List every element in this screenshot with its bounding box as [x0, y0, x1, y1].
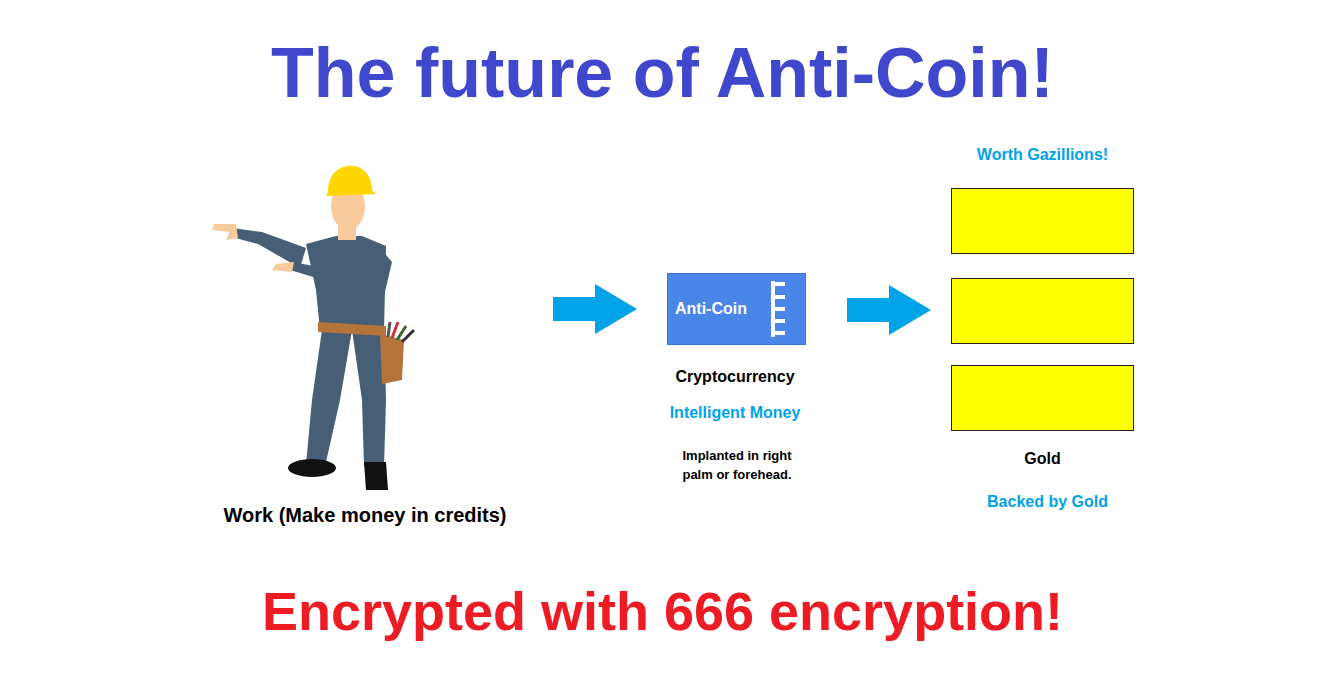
worker-arm: [228, 228, 306, 268]
chip-tooth: [771, 331, 785, 335]
chip-border: [668, 274, 806, 345]
tool: [388, 322, 390, 337]
tool: [402, 330, 414, 342]
type-label: Cryptocurrency: [655, 366, 815, 388]
gold-label: Gold: [945, 448, 1140, 470]
flow-arrow: [553, 284, 637, 334]
gold-bars: [945, 140, 1140, 475]
gold-stack: Worth Gazillions! Gold: [945, 140, 1140, 475]
title: The future of Anti-Coin!: [0, 30, 1325, 116]
tool-belt: [318, 322, 386, 336]
worker-leg: [306, 330, 352, 464]
gold-bar: [952, 279, 1134, 344]
chip-tooth: [771, 295, 785, 299]
tagline: Intelligent Money: [650, 402, 820, 424]
backing-note: Backed by Gold: [965, 491, 1130, 513]
gold-bar: [952, 366, 1134, 431]
coin-name: Anti-Coin: [675, 273, 767, 345]
worker-shoe: [288, 459, 336, 477]
worker-hand: [212, 224, 238, 240]
worker-helmet: [326, 166, 376, 196]
node-label: Work (Make money in credits): [200, 503, 530, 527]
slogan: Encrypted with 666 encryption!: [0, 578, 1325, 644]
implant-note: Implanted in right palm or forehead.: [670, 446, 804, 484]
tool-pouch: [380, 334, 404, 384]
chip-tooth: [771, 319, 785, 323]
tool: [392, 322, 398, 338]
worker-shoe: [364, 462, 388, 490]
chip-tooth: [771, 282, 785, 286]
work-node: Work (Make money in credits): [200, 160, 530, 535]
worker-hand: [272, 262, 294, 272]
flow-arrow: [847, 285, 931, 335]
worker-arm: [290, 248, 392, 296]
coin-box: Anti-Coin: [667, 273, 806, 345]
worth-heading: Worth Gazillions!: [945, 144, 1140, 166]
gold-bar: [952, 189, 1134, 254]
chip-tooth: [771, 307, 785, 311]
